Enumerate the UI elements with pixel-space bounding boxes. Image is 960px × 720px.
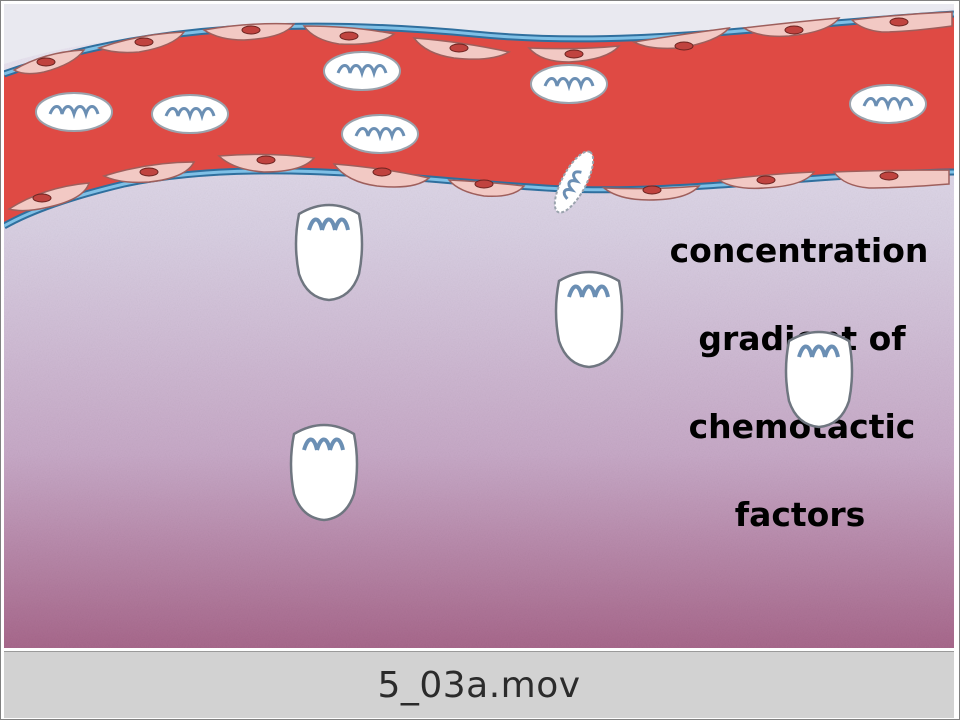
endothelium-top — [12, 11, 953, 75]
chemotaxis-illustration: concentration gradient of chemotactic fa… — [4, 4, 954, 648]
filename-bar: 5_03a.mov — [4, 651, 954, 718]
filename-label: 5_03a.mov — [377, 664, 581, 706]
vessel-leukocytes — [35, 51, 927, 154]
label-line-1: concentration — [670, 231, 929, 270]
migrating-leukocyte — [289, 423, 359, 522]
vessel-leukocyte — [151, 94, 229, 134]
vessel-leukocyte — [341, 114, 419, 154]
migrating-leukocyte — [294, 203, 364, 302]
tissue-leukocytes — [289, 203, 854, 522]
migrating-leukocyte — [784, 330, 854, 429]
vessel-leukocyte — [849, 84, 927, 124]
vessel-leukocyte — [35, 92, 113, 132]
vessel-leukocyte — [323, 51, 401, 91]
blood-vessel — [4, 14, 954, 226]
vessel-leukocyte — [530, 64, 608, 104]
migrating-leukocyte — [554, 270, 624, 369]
diapedesis-cell — [553, 150, 595, 214]
diagram-canvas: concentration gradient of chemotactic fa… — [4, 4, 954, 648]
endothelium-bottom — [7, 153, 950, 212]
label-line-4: factors — [735, 495, 866, 534]
